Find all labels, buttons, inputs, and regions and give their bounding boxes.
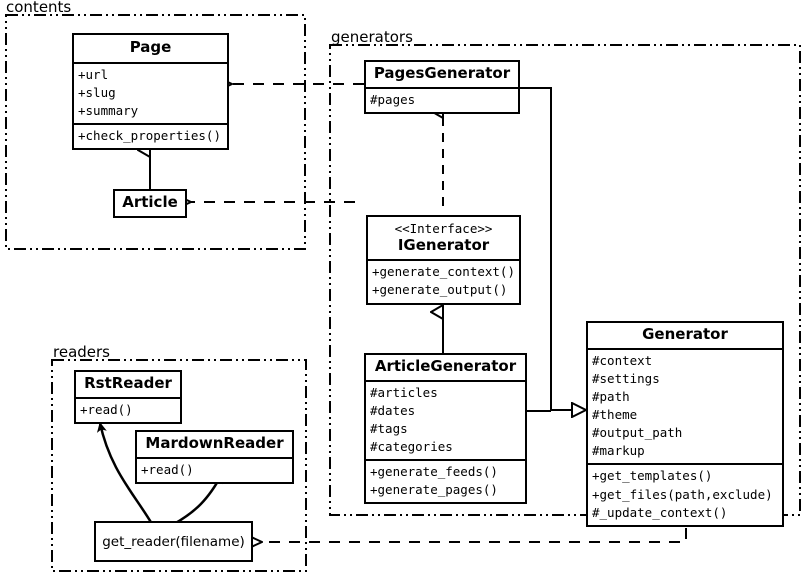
class-page-methods: +check_properties() xyxy=(74,123,227,148)
attribute: #pages xyxy=(370,91,416,107)
attribute: #markup xyxy=(592,443,645,459)
class-generator-name: Generator xyxy=(642,325,728,343)
attribute: #articles xyxy=(370,384,438,400)
attribute: +url xyxy=(78,66,109,82)
method: +read() xyxy=(80,401,133,417)
class-mardown-reader-name: MardownReader xyxy=(145,434,284,452)
class-generator-attributes: #context #settings #path #theme #output_… xyxy=(588,347,782,464)
method: #_update_context() xyxy=(592,504,728,520)
class-pages-generator[interactable]: PagesGenerator #pages xyxy=(364,60,520,114)
package-label-generators: generators xyxy=(331,28,413,46)
method: +check_properties() xyxy=(78,128,221,144)
class-page-attributes: +url +slug +summary xyxy=(74,61,227,123)
attribute: #tags xyxy=(370,420,408,436)
attribute: #context xyxy=(592,352,653,368)
class-igenerator-methods: +generate_context() +generate_output() xyxy=(368,259,519,302)
class-mardown-reader[interactable]: MardownReader +read() xyxy=(135,430,294,484)
class-article-generator-name: ArticleGenerator xyxy=(374,357,517,375)
class-igenerator-name: <<Interface>> IGenerator xyxy=(368,217,519,259)
class-igenerator[interactable]: <<Interface>> IGenerator +generate_conte… xyxy=(366,215,521,305)
class-article-generator-methods: +generate_feeds() +generate_pages() xyxy=(366,459,525,502)
class-article-generator[interactable]: ArticleGenerator #articles #dates #tags … xyxy=(364,353,527,505)
class-igenerator-stereotype: <<Interface>> xyxy=(394,221,493,236)
class-page[interactable]: Page +url +slug +summary +check_properti… xyxy=(72,33,229,151)
method: +get_templates() xyxy=(592,468,713,484)
class-article[interactable]: Article xyxy=(113,189,187,218)
attribute: +summary xyxy=(78,102,139,118)
class-pages-generator-attributes: #pages xyxy=(366,86,518,112)
class-pages-generator-name: PagesGenerator xyxy=(373,64,511,82)
method: +generate_context() xyxy=(372,264,515,280)
class-generator[interactable]: Generator #context #settings #path #them… xyxy=(586,321,784,527)
class-rst-reader[interactable]: RstReader +read() xyxy=(74,370,182,424)
method: +get_files(path,exclude) xyxy=(592,486,773,502)
attribute: #settings xyxy=(592,370,660,386)
class-article-name: Article xyxy=(122,193,178,211)
attribute: +slug xyxy=(78,84,116,100)
attribute: #categories xyxy=(370,439,453,455)
function-get-reader-label: get_reader(filename) xyxy=(102,533,245,550)
class-rst-reader-name: RstReader xyxy=(84,374,172,392)
class-page-name: Page xyxy=(129,38,172,56)
method: +read() xyxy=(141,461,194,477)
class-igenerator-title: IGenerator xyxy=(397,235,490,254)
attribute: #path xyxy=(592,388,630,404)
class-article-generator-attributes: #articles #dates #tags #categories xyxy=(366,379,525,460)
attribute: #theme xyxy=(592,407,638,423)
method: +generate_feeds() xyxy=(370,464,498,480)
class-generator-methods: +get_templates() +get_files(path,exclude… xyxy=(588,463,782,524)
package-label-contents: contents xyxy=(6,0,72,16)
class-rst-reader-methods: +read() xyxy=(76,396,180,422)
package-label-readers: readers xyxy=(53,343,110,361)
class-mardown-reader-methods: +read() xyxy=(137,456,292,482)
method: +generate_pages() xyxy=(370,482,498,498)
method: +generate_output() xyxy=(372,282,508,298)
attribute: #dates xyxy=(370,402,416,418)
function-get-reader[interactable]: get_reader(filename) xyxy=(94,521,253,562)
attribute: #output_path xyxy=(592,425,683,441)
